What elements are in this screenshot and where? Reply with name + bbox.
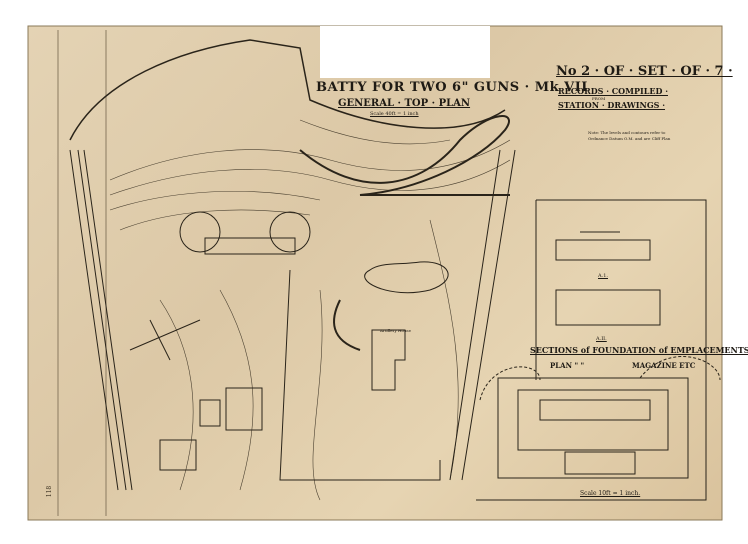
drawing-title: BATTY FOR TWO 6" GUNS · Mk VII [316, 80, 588, 95]
detail-panel-border [476, 199, 707, 501]
north-arrow [129, 319, 201, 361]
section-a1 [555, 231, 651, 261]
artillery-house [371, 329, 406, 391]
drawing-subtitle: GENERAL · TOP · PLAN [338, 98, 471, 109]
set-number: No 2 · OF · SET · OF · 7 · [556, 64, 733, 79]
gun-emplacement [179, 211, 221, 253]
battery-building [204, 237, 296, 255]
approach-road [299, 115, 510, 196]
gun-emplacement [269, 211, 311, 253]
drawing-sheet [28, 26, 722, 520]
section-a2-label: A.II. [596, 336, 607, 342]
coastline-rails [69, 149, 133, 491]
road [449, 149, 516, 481]
plan-label: PLAN " " [550, 361, 585, 370]
torn-corner [320, 26, 490, 78]
note-text: Note: The levels and contours refer to O… [588, 130, 671, 141]
contours [109, 119, 511, 501]
section-a1-label: A.1. [598, 273, 608, 279]
sections-title: SECTIONS of FOUNDATION of EMPLACEMENTS [530, 345, 748, 355]
magazine-label: MAGAZINE ETC [632, 361, 696, 370]
records-from: FROM [592, 96, 606, 101]
records-line1: RECORDS · COMPILED · [558, 86, 668, 96]
magazine-plan [497, 377, 689, 479]
sheet-mark: 118 [46, 485, 54, 498]
cliff-edge [69, 39, 506, 141]
plan-scale: Scale 10ft = 1 inch. [580, 490, 641, 497]
building [199, 399, 221, 427]
title-scale: Scale 40ft = 1 inch [370, 111, 419, 117]
section-a2 [555, 289, 661, 326]
boundary [279, 269, 441, 481]
building [159, 439, 197, 471]
building [225, 387, 263, 431]
building-label: Artillery House [380, 328, 411, 333]
path-loop [364, 261, 449, 294]
records-line2: STATION · DRAWINGS · [558, 100, 666, 110]
magazine-plan [517, 389, 669, 451]
